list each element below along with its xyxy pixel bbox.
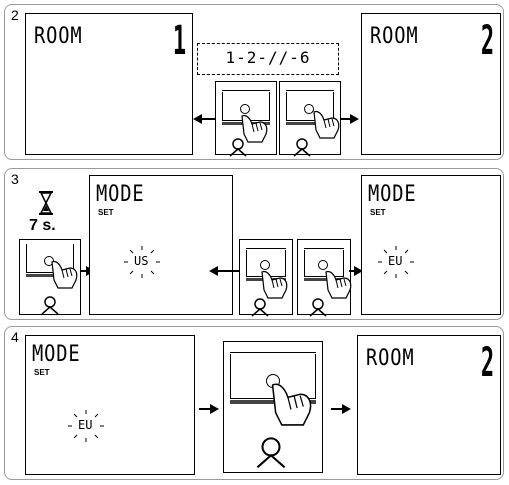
device-push-button[interactable] [318, 260, 328, 270]
display-screen-mode-eu: MODE SET EU [25, 335, 195, 475]
hourglass-icon [39, 191, 53, 215]
lcd-room-number: 2 [481, 340, 494, 386]
device-push-button[interactable] [240, 104, 250, 114]
lcd-sub-label: SET [370, 208, 386, 217]
device-push-button[interactable] [260, 260, 270, 270]
step-number: 4 [11, 329, 19, 345]
device-button-confirm[interactable] [223, 341, 323, 473]
arrow-right-icon [199, 403, 219, 415]
step-panel-4: 4 MODE SET EU [4, 326, 504, 480]
lcd-mode-value: EU [78, 418, 92, 432]
hand-press-icon [310, 110, 342, 140]
lcd-label: MODE [32, 342, 80, 367]
display-screen-mode-eu: MODE SET EU [361, 175, 501, 315]
device-button-up[interactable] [297, 239, 351, 315]
lcd-label: MODE [96, 182, 144, 207]
lcd-mode-value: US [134, 254, 148, 268]
lcd-sub-label: SET [98, 208, 114, 217]
lcd-sub-label: SET [34, 368, 50, 377]
display-screen-room-2: ROOM 2 [357, 335, 501, 475]
lcd-label: ROOM [366, 346, 414, 371]
lcd-label: ROOM [34, 24, 82, 49]
lcd-room-number: 2 [481, 18, 494, 64]
step-number: 3 [11, 171, 19, 187]
person-icon [250, 298, 270, 316]
display-screen-room-1: ROOM 1 [25, 13, 193, 155]
lcd-label: MODE [368, 182, 416, 207]
device-top-label [230, 344, 316, 353]
person-icon [254, 436, 288, 468]
person-icon [228, 138, 248, 156]
arrow-right-icon [331, 403, 351, 415]
device-top-label [222, 84, 270, 91]
person-icon [292, 138, 312, 156]
arrow-left-icon [209, 265, 239, 277]
display-screen-room-2: ROOM 2 [361, 13, 501, 155]
lcd-label: ROOM [370, 24, 418, 49]
lcd-mode-value: EU [388, 254, 402, 268]
device-top-label [246, 242, 286, 249]
room-sequence: 1-2-//-6 [197, 43, 339, 75]
display-screen-mode-us: MODE SET US [89, 175, 233, 315]
device-button-down[interactable] [215, 81, 277, 155]
device-button-up[interactable] [279, 81, 341, 155]
device-top-label [286, 84, 334, 91]
person-icon [308, 298, 328, 316]
step-panel-3: 3 7 s. MODE SET [4, 168, 504, 320]
hand-press-icon [48, 260, 80, 290]
device-top-label [304, 242, 344, 249]
device-button-down[interactable] [239, 239, 293, 315]
lcd-room-number: 1 [173, 18, 186, 64]
device-button-hold[interactable] [19, 239, 81, 315]
hold-duration: 7 s. [29, 217, 56, 235]
hand-press-icon [258, 270, 290, 300]
step-panel-2: 2 ROOM 1 1-2-//-6 [4, 4, 504, 160]
hand-press-icon [266, 382, 316, 428]
person-icon [40, 296, 60, 314]
step-number: 2 [11, 7, 19, 23]
